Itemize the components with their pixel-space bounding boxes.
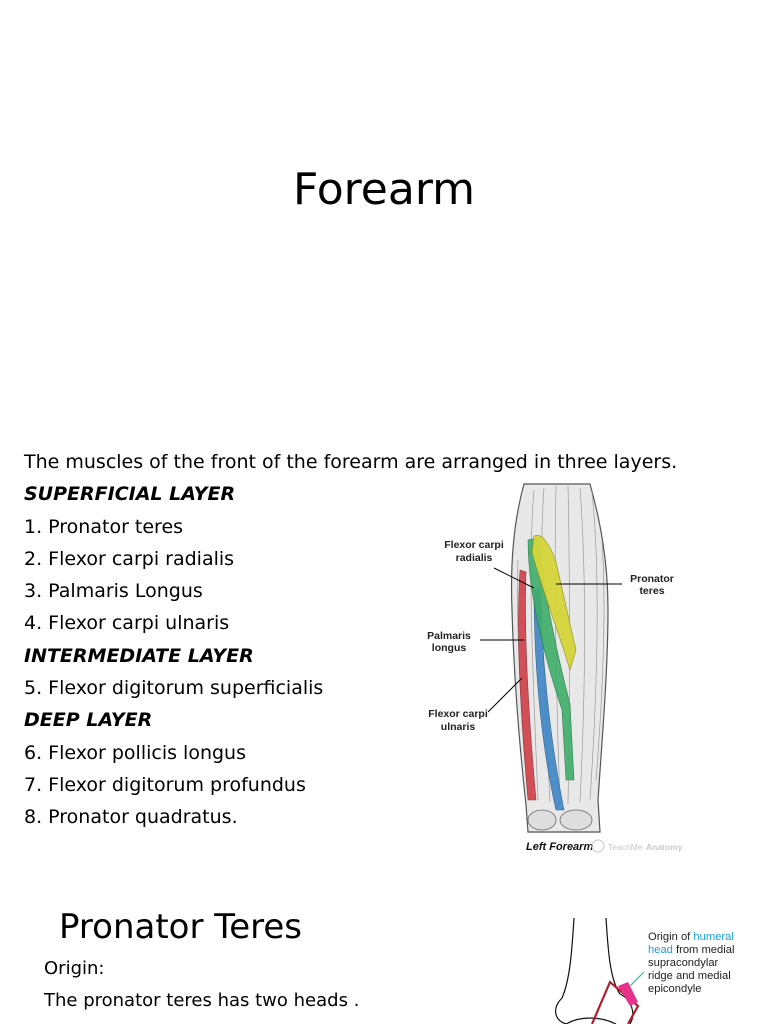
svg-text:head from medial: head from medial bbox=[648, 944, 734, 956]
humeral-head-origin bbox=[618, 982, 638, 1006]
humerus-diagram: Origin of humeral head from medial supra… bbox=[555, 917, 734, 1024]
intermediate-heading: INTERMEDIATE LAYER bbox=[24, 644, 254, 667]
pronator-teres-slide: Pronator Teres Origin: The pronator tere… bbox=[0, 870, 768, 1024]
list-item: 1. Pronator teres bbox=[24, 515, 184, 538]
title-slide: Forearm bbox=[0, 0, 768, 430]
list-item: 5. Flexor digitorum superficialis bbox=[24, 677, 324, 700]
humerus-outline bbox=[555, 917, 634, 1024]
origin-label: Origin: bbox=[44, 958, 105, 979]
origin-caption-line2: from medial bbox=[673, 944, 735, 956]
flexor-carpi-ulnaris bbox=[518, 569, 537, 801]
origin-caption-highlight-2: head bbox=[648, 944, 673, 956]
superficial-heading: SUPERFICIAL LAYER bbox=[24, 483, 236, 506]
list-item: 8. Pronator quadratus. bbox=[24, 806, 238, 829]
wrist-bones bbox=[527, 809, 593, 831]
slide-title: Forearm bbox=[293, 164, 475, 215]
list-item: 3. Palmaris Longus bbox=[24, 580, 203, 603]
origin-caption-line5: epicondyle bbox=[648, 983, 702, 995]
origin-pointer bbox=[629, 971, 645, 987]
deep-heading: DEEP LAYER bbox=[24, 709, 153, 732]
label-palmaris-longus-2: longus bbox=[432, 642, 467, 654]
palmaris-longus bbox=[533, 587, 565, 811]
list-item: 7. Flexor digitorum profundus bbox=[24, 773, 306, 796]
label-flexor-carpi-radialis-2: radialis bbox=[456, 552, 493, 564]
origin-caption-highlight: humeral bbox=[693, 931, 733, 943]
list-item: 2. Flexor carpi radialis bbox=[24, 547, 235, 570]
muscle-list: The muscles of the front of the forearm … bbox=[24, 446, 677, 834]
label-pronator-teres-2: teres bbox=[639, 585, 664, 597]
watermark-teach: TeachMe bbox=[608, 842, 643, 852]
pronator-teres bbox=[531, 534, 577, 672]
pointer-lines bbox=[480, 567, 622, 713]
label-flexor-carpi-radialis: Flexor carpi bbox=[444, 539, 504, 551]
label-flexor-carpi-ulnaris-2: ulnaris bbox=[441, 721, 476, 733]
forearm-diagram: Flexor carpi radialis Pronator teres Pal… bbox=[427, 483, 683, 853]
label-pronator-teres: Pronator bbox=[630, 573, 674, 585]
label-flexor-carpi-ulnaris: Flexor carpi bbox=[428, 708, 488, 720]
origin-caption-line4: ridge and medial bbox=[648, 970, 731, 982]
watermark-anatomy: Anatomy bbox=[646, 842, 683, 852]
intro-text: The muscles of the front of the forearm … bbox=[24, 451, 678, 473]
origin-caption-prefix: Origin of bbox=[648, 931, 693, 943]
list-item: 6. Flexor pollicis longus bbox=[24, 741, 246, 764]
origin-caption-line3: supracondylar bbox=[648, 957, 719, 969]
figure-caption: Left Forearm bbox=[526, 841, 593, 853]
origin-text: The pronator teres has two heads . bbox=[44, 990, 360, 1011]
muscles-slide: The muscles of the front of the forearm … bbox=[0, 430, 768, 870]
watermark-logo-icon bbox=[591, 839, 605, 853]
list-item: 4. Flexor carpi ulnaris bbox=[24, 612, 230, 635]
section-title: Pronator Teres bbox=[59, 907, 303, 947]
label-palmaris-longus: Palmaris bbox=[427, 630, 471, 642]
svg-text:Origin of humeral: Origin of humeral bbox=[648, 931, 734, 943]
